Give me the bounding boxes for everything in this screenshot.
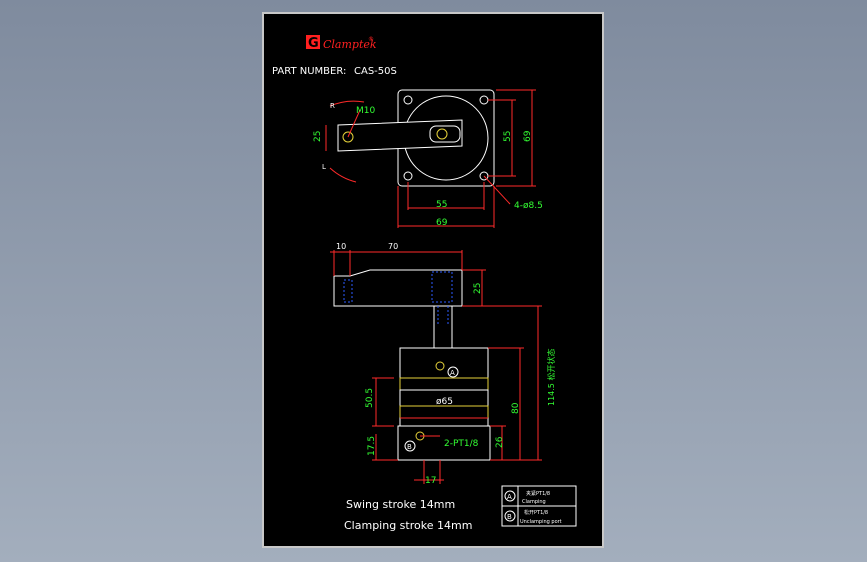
band-upper [399, 377, 489, 391]
legend-a-symbol: A [507, 493, 512, 501]
part-number-label: PART NUMBER: [272, 66, 346, 77]
dim-body: 80 [511, 402, 521, 414]
rotation-l-label: L [322, 163, 326, 171]
part-number: CAS-50S [354, 66, 397, 77]
legend-a-line2: Clamping [522, 499, 546, 505]
dim-total: 114.5 松开状态 [546, 349, 556, 406]
clamp-arm-top [337, 119, 463, 152]
base-block [397, 425, 491, 461]
arm-slot [429, 125, 461, 143]
brand-name: Clamptek [323, 38, 377, 51]
legend-b-line1: 松开PT1/8 [524, 509, 548, 516]
dim-offset: 10 [336, 242, 346, 251]
dim-port-pos: 17 [425, 476, 436, 486]
note-swing-stroke: Swing stroke 14mm [346, 498, 455, 511]
legend-b-symbol: B [507, 513, 512, 521]
port-a-hole [435, 361, 445, 371]
dim-arm-length: 70 [388, 242, 398, 251]
mount-hole [403, 171, 413, 181]
rotation-arc-l [329, 167, 357, 183]
dim-body-outer: 69 [523, 130, 533, 142]
port-legend: A B 夹紧PT1/8 Clamping 松开PT1/8 Unclamping … [501, 485, 577, 527]
top-view [325, 89, 536, 228]
dim-ports: 2-PT1/8 [444, 439, 479, 449]
piston-rod [433, 305, 453, 349]
dim-base-left: 17.5 [367, 436, 377, 456]
cylinder-head [399, 347, 489, 379]
brand-logo-letter: G [308, 36, 319, 51]
mount-hole [403, 95, 413, 105]
band-lower [399, 405, 489, 419]
legend-a-marker [504, 490, 516, 502]
port-a-marker [447, 366, 459, 378]
rotation-arc-r [329, 100, 365, 107]
note-clamping-stroke: Clamping stroke 14mm [344, 519, 472, 532]
port-a-label: A [450, 369, 455, 377]
dim-diameter: ø65 [436, 397, 453, 407]
dim-arm-height: 25 [473, 283, 483, 294]
drawing-canvas: G Clamptek ® PART NUMBER: CAS-50S [272, 35, 577, 532]
dim-width-outer: 69 [436, 218, 448, 228]
side-view [330, 250, 542, 484]
rotation-r-label: R [330, 102, 335, 110]
legend-b-line2: Unclamping port [520, 519, 562, 525]
legend-b-marker [504, 510, 516, 522]
thread-hole [342, 131, 354, 143]
clamp-arm-side [333, 269, 463, 307]
dim-arm-width: 25 [313, 131, 323, 142]
center-bore [436, 128, 448, 140]
drawing-sheet: G Clamptek ® PART NUMBER: CAS-50S [262, 12, 604, 548]
cylinder-low [399, 417, 489, 427]
port-b-marker [404, 440, 416, 452]
port-b-label: B [407, 443, 412, 451]
legend-a-line1: 夹紧PT1/8 [526, 490, 550, 497]
brand-logo: G Clamptek ® [306, 35, 377, 51]
dim-bolt-inner: 55 [436, 200, 447, 210]
dim-body-inner: 55 [503, 131, 513, 142]
dim-holes: 4-ø8.5 [514, 201, 543, 211]
mount-hole [479, 95, 489, 105]
thread-label: M10 [356, 106, 375, 116]
dim-base-right: 26 [495, 436, 505, 448]
brand-registered: ® [368, 36, 374, 43]
dim-mid: 50.5 [365, 388, 375, 408]
